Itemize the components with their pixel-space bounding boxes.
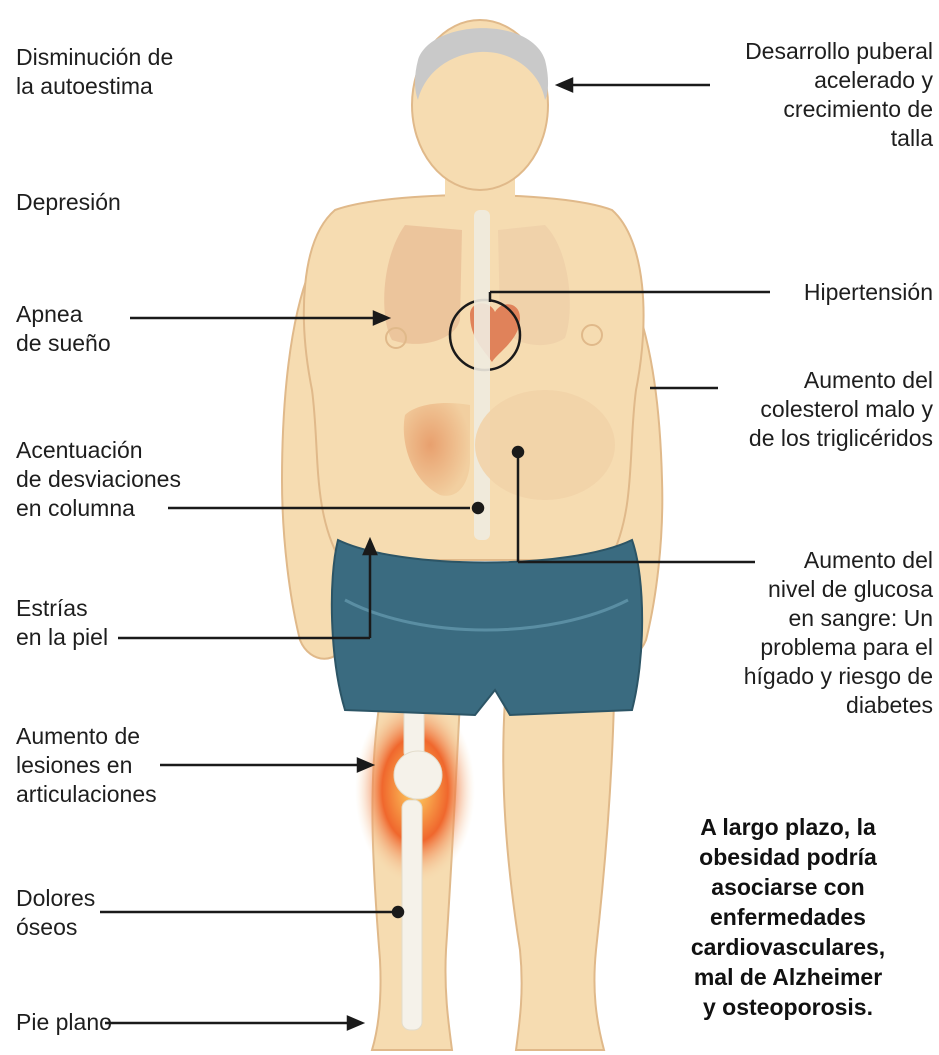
label-hipertension: Hipertensión xyxy=(804,278,933,307)
label-estrias: Estrías en la piel xyxy=(16,594,108,652)
abdomen-organ xyxy=(475,390,615,500)
label-glucosa: Aumento del nivel de glucosa en sangre: … xyxy=(744,546,933,720)
left-leg xyxy=(503,700,614,1050)
long-term-note: A largo plazo, la obesidad podría asocia… xyxy=(640,812,936,1022)
label-articulaciones: Aumento de lesiones en articulaciones xyxy=(16,722,157,809)
tibia-bone xyxy=(402,800,422,1030)
label-autoestima: Disminución de la autoestima xyxy=(16,43,173,101)
label-colesterol: Aumento del colesterol malo y de los tri… xyxy=(749,366,933,453)
label-puberal: Desarrollo puberal acelerado y crecimien… xyxy=(745,37,933,153)
knee-joint xyxy=(394,751,442,799)
spine xyxy=(474,210,490,540)
label-depresion: Depresión xyxy=(16,188,121,217)
shorts xyxy=(332,540,642,715)
label-pie-plano: Pie plano xyxy=(16,1008,112,1037)
label-columna: Acentuación de desviaciones en columna xyxy=(16,436,181,523)
label-oseos: Dolores óseos xyxy=(16,884,95,942)
label-apnea: Apnea de sueño xyxy=(16,300,111,358)
